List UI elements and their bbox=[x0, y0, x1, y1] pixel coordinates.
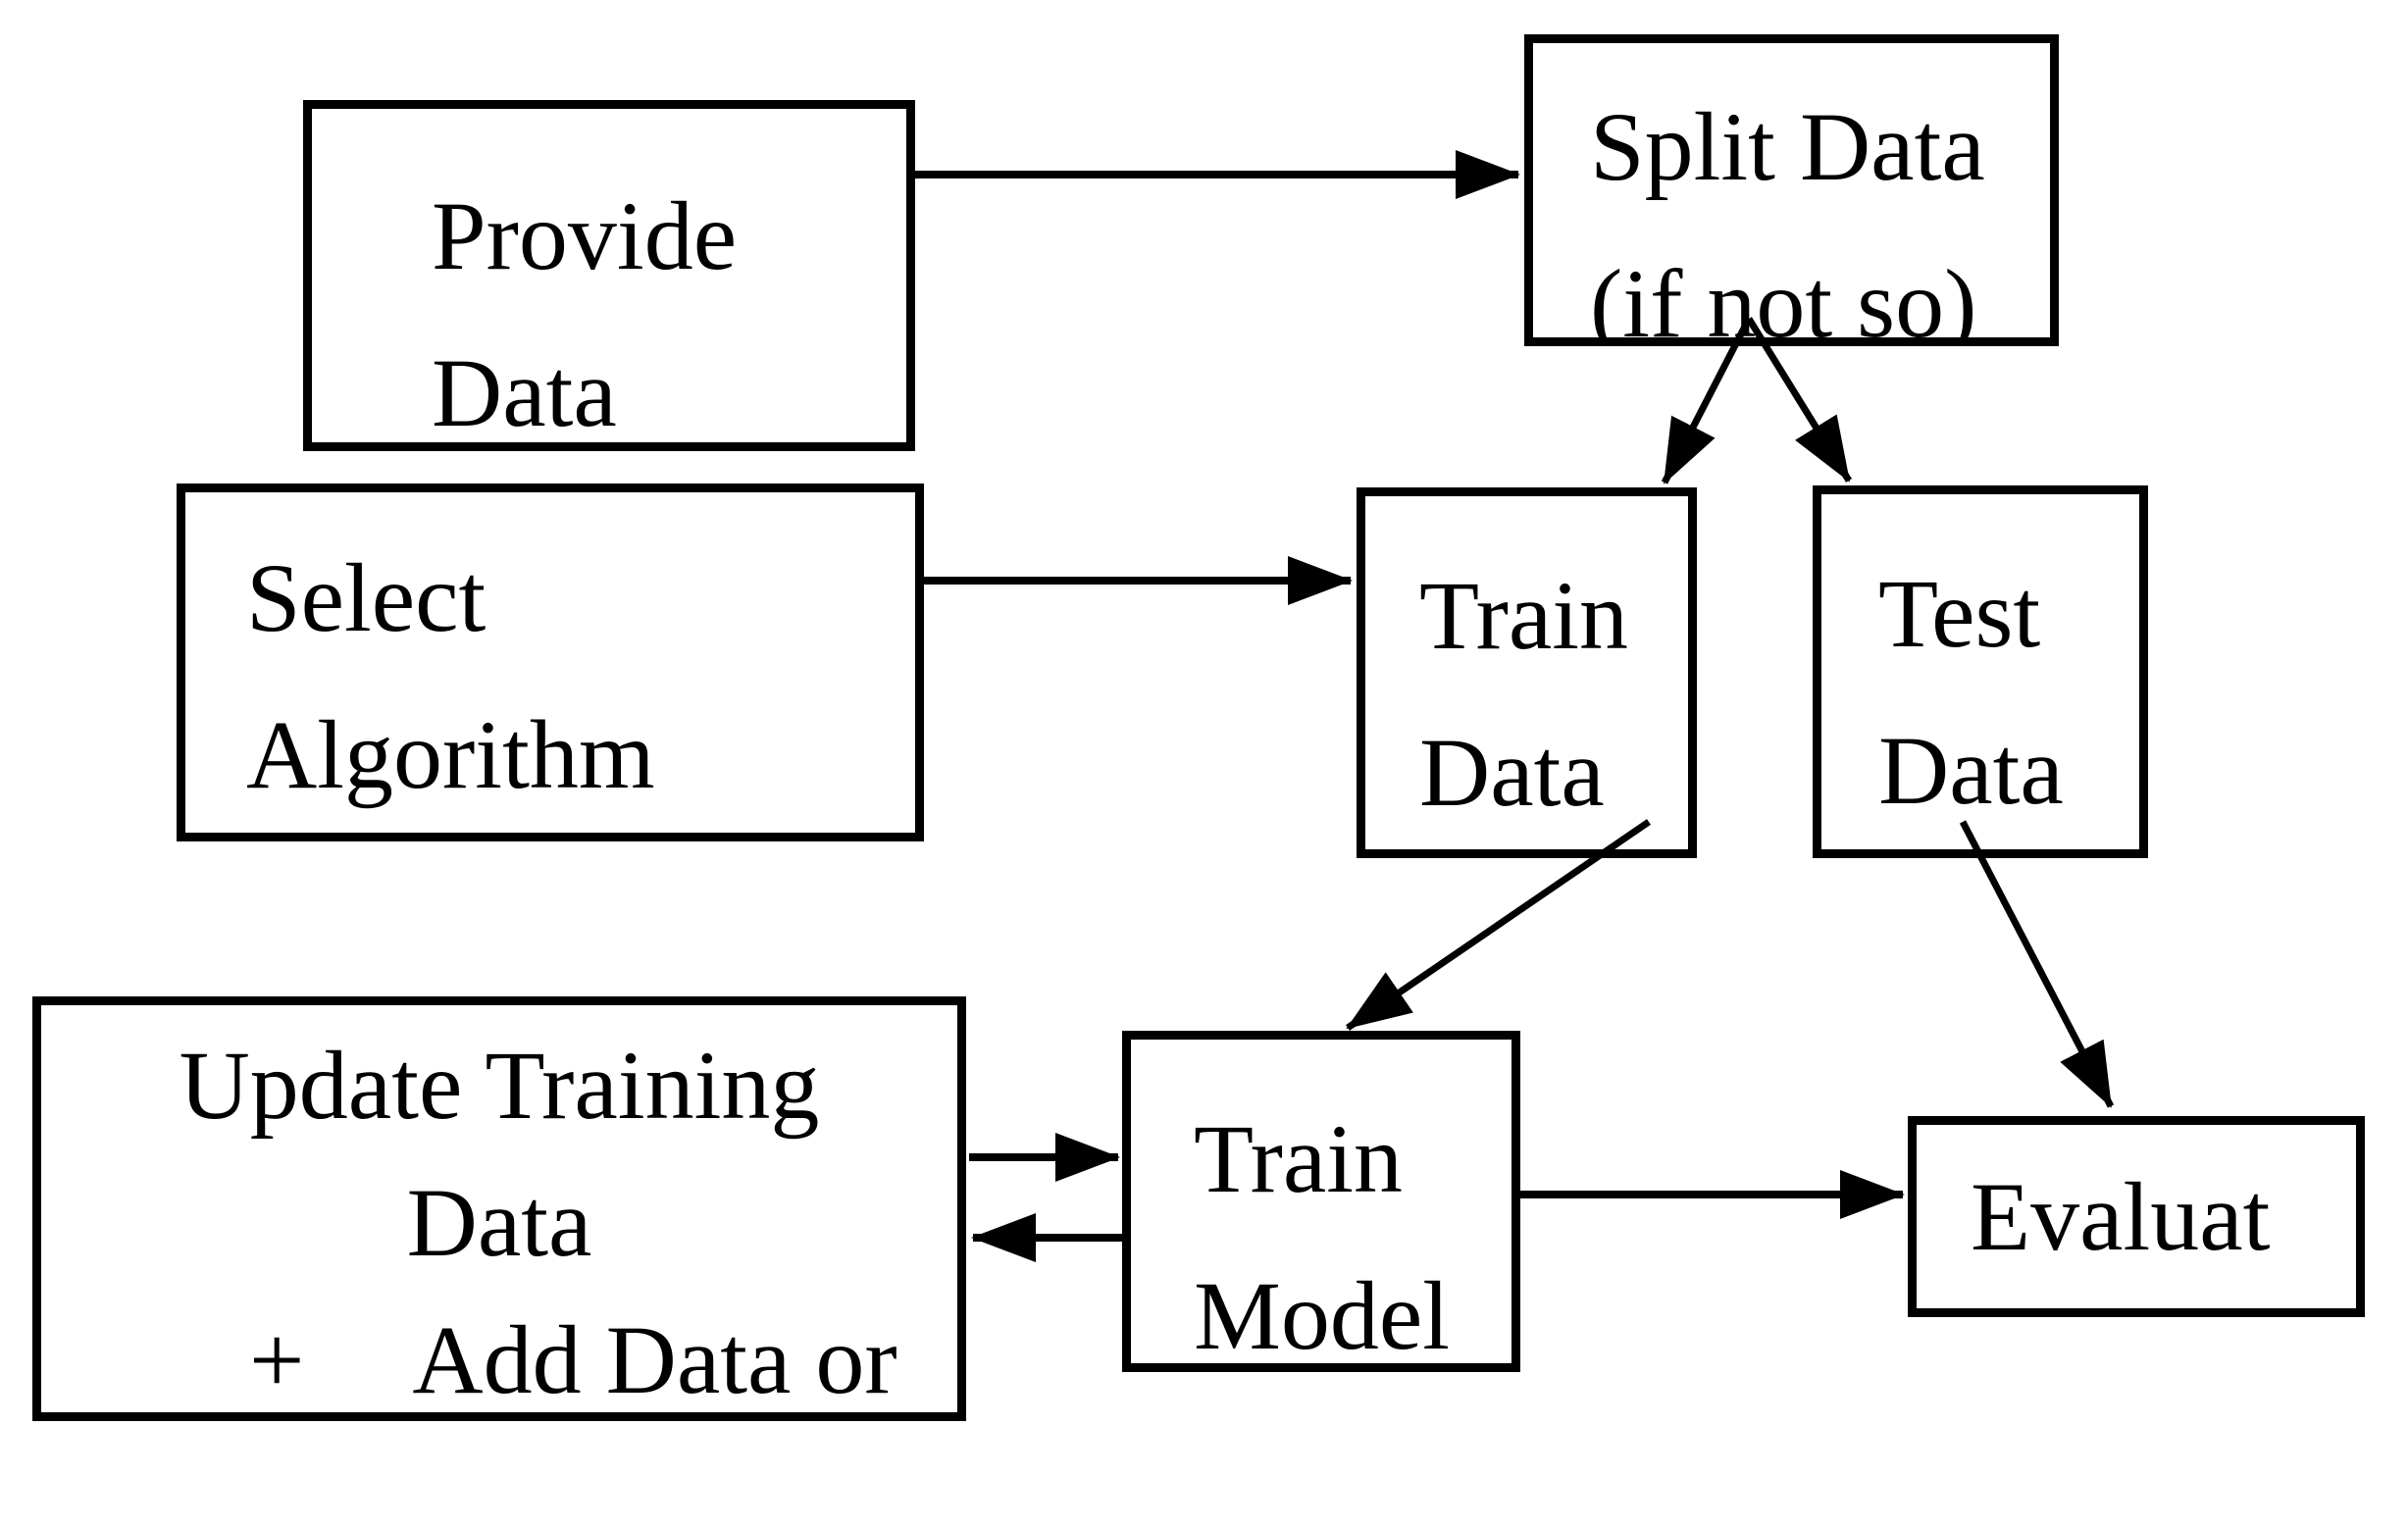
arrow-test-data-to-evaluate bbox=[1959, 820, 2115, 1108]
node-provide-data: Provide Data bbox=[303, 100, 915, 451]
node-label-line: Data bbox=[1419, 718, 1605, 827]
node-label-line: Train bbox=[1194, 1104, 1404, 1213]
node-split-data: Split Data (if not so) bbox=[1524, 34, 2059, 346]
node-label-line: Data bbox=[1878, 716, 2064, 825]
node-label-line: (if not so) bbox=[1590, 249, 1977, 346]
node-train-model: Train Model bbox=[1122, 1031, 1520, 1372]
node-label-line: Train bbox=[1419, 561, 1629, 670]
plus-bullet: + bbox=[249, 1305, 305, 1414]
node-label-line: Data bbox=[406, 1168, 592, 1277]
node-label-line: Model bbox=[1194, 1261, 1451, 1370]
node-evaluate: Evaluat bbox=[1908, 1116, 2365, 1317]
node-label-line: Data bbox=[432, 338, 617, 447]
node-train-data: Train Data bbox=[1357, 487, 1697, 858]
node-label-bullet-row: + Add Data or bbox=[41, 1292, 957, 1429]
node-test-data: Test Data bbox=[1813, 485, 2148, 858]
node-label-line: Provide bbox=[432, 181, 738, 290]
node-label-line: Algorithm bbox=[246, 700, 655, 809]
node-label-line: Test bbox=[1878, 559, 2041, 668]
node-label-line: Evaluat bbox=[1971, 1162, 2271, 1271]
node-label-line: Select bbox=[246, 543, 487, 652]
node-label-line: Add Data or bbox=[412, 1305, 897, 1414]
node-label-line: Split Data bbox=[1590, 92, 1985, 201]
node-select-algorithm: Select Algorithm bbox=[177, 484, 924, 841]
node-label-line: Update Training bbox=[179, 1031, 820, 1140]
node-update-training-data: Update Training Data + Add Data or bbox=[32, 996, 966, 1421]
